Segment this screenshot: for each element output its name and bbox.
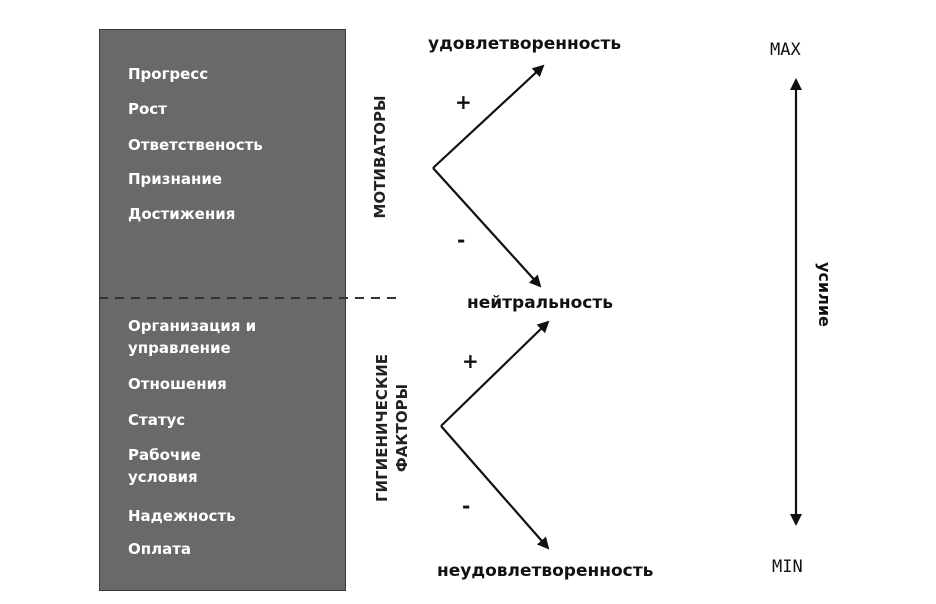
neutrality-label: нейтральность <box>467 293 613 313</box>
motivator-item: Достижения <box>128 205 236 223</box>
lower-plus-sign: + <box>462 349 479 373</box>
effort-axis-label: усилие <box>815 262 834 327</box>
satisfaction-label: удовлетворенность <box>428 34 622 54</box>
motivator-up-arrow <box>432 64 545 169</box>
upper-minus-sign: - <box>457 228 466 252</box>
motivator-item: Рост <box>128 100 167 118</box>
hygiene-heading: ГИГИЕНИЧЕСКИЕ ФАКТОРЫ <box>373 354 411 503</box>
hygiene-item: Оплата <box>128 540 192 558</box>
hygiene-item: Статус <box>128 411 186 429</box>
lower-minus-sign: - <box>462 494 471 518</box>
hygiene-down-arrow <box>440 425 550 550</box>
motivator-item: Прогресс <box>128 65 209 83</box>
upper-plus-sign: + <box>455 90 472 114</box>
hygiene-item: Отношения <box>128 375 227 393</box>
hygiene-item: Рабочие условия <box>128 446 201 486</box>
min-label: MIN <box>772 557 803 577</box>
motivator-down-arrow <box>432 167 542 288</box>
motivators-heading: МОТИВАТОРЫ <box>371 95 389 219</box>
motivator-item: Ответственость <box>128 136 263 154</box>
hygiene-up-arrow <box>440 320 550 427</box>
motivator-item: Признание <box>128 170 223 188</box>
hygiene-item: Организация и управление <box>128 317 257 357</box>
hygiene-item: Надежность <box>128 507 236 525</box>
max-label: MAX <box>770 40 801 60</box>
dissatisfaction-label: неудовлетворенность <box>437 561 654 581</box>
factors-panel: Прогресс Рост Ответственость Признание Д… <box>99 29 346 591</box>
